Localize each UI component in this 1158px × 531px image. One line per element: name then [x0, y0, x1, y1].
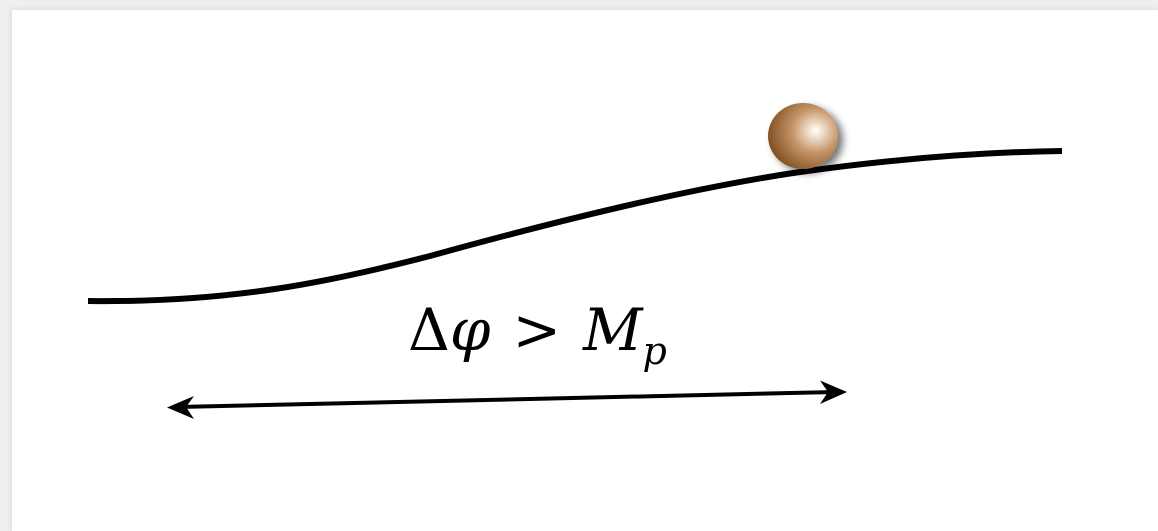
- field-range-arrow: [167, 380, 847, 419]
- rolling-ball: [768, 103, 838, 169]
- field-excursion-formula: Δφ > Mp: [408, 296, 667, 373]
- greater-than-symbol: >: [513, 296, 562, 364]
- phi-symbol: φ: [450, 296, 491, 364]
- arrow-head-right: [820, 380, 847, 404]
- arrow-head-left: [167, 396, 194, 419]
- planck-mass-symbol: M: [582, 296, 644, 364]
- planck-subscript: p: [643, 329, 667, 373]
- potential-curve: [87, 148, 1063, 305]
- delta-symbol: Δ: [408, 296, 450, 364]
- figure-card: [12, 10, 1158, 531]
